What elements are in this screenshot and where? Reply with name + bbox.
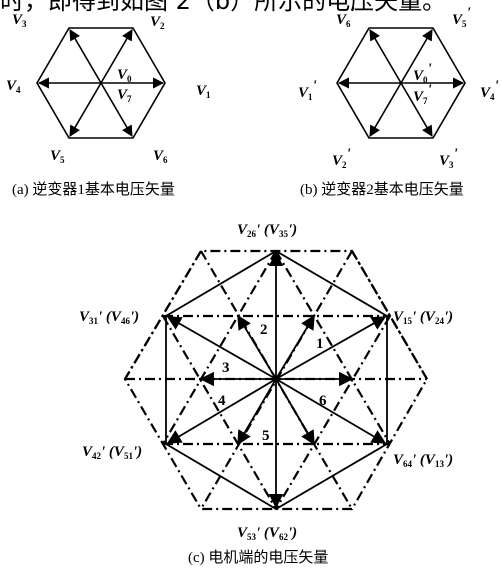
caption-c: (c) 电机端的电压矢量 [188,550,329,566]
label-v7: V7 [117,87,132,104]
label-v6-prime: V6' [336,5,355,29]
label-v5: V5 [50,148,65,165]
label-v7-prime: V7' [413,82,432,106]
label-v6: V6 [153,148,168,165]
vector-15-arrow [275,316,387,380]
label-v3-prime: V3' [439,146,458,170]
sector-4: 4 [218,393,226,409]
label-v0-prime: V0' [413,61,432,85]
diagram-a: V1 V2 V3 V4 V5 V6 V0 V7 [6,12,211,165]
sector-1: 1 [316,336,324,352]
hexagon-a [36,27,166,139]
label-v2-prime: V2' [332,146,351,170]
caption-b: (b) 逆变器2基本电压矢量 [300,182,464,198]
vertex-label-31-46: V31' (V46') [79,309,139,326]
label-v3: V3 [12,12,27,29]
vector-42-arrow [166,378,277,444]
vertex-label-26-35: V26' (V35') [237,222,297,239]
vector-31-arrow [166,316,277,380]
sector-3: 3 [222,360,230,376]
sector-2: 2 [260,322,268,338]
vector-v2p-arrow [369,82,402,137]
vector-v6p-arrow [369,29,402,84]
vertex-label-42-51: V42' (V51') [82,444,142,461]
label-v4-prime: V4' [480,78,499,102]
diagram-b: V1' V2' V3' V4' V5' V6' V0' V7' [298,5,499,170]
inner-hexagon [165,249,388,511]
vector-64-arrow [275,378,387,444]
label-v1: V1 [196,83,211,100]
top-text-line: 时，即得到如图 2（b）所示的电压矢量。 [0,0,447,15]
label-v2: V2 [150,14,165,31]
label-v1-prime: V1' [298,78,317,102]
vector-small-upleft-arrow [237,314,277,380]
vector-v3-arrow [69,29,102,84]
label-v4: V4 [6,78,21,95]
caption-a: (a) 逆变器1基本电压矢量 [12,182,175,198]
vector-small-downleft-arrow [237,378,277,446]
vertex-label-15-24: V15' (V24') [393,309,453,326]
vector-v5p-arrow [400,29,433,84]
vertex-label-53-62: V53' (V62') [237,525,297,542]
vector-v5-arrow [69,82,102,137]
diagram-c: 1 2 3 4 5 6 V26' (V35') V15' (V24') V64'… [79,222,453,542]
hexagon-b [336,27,466,139]
vector-v2-arrow [100,29,133,84]
sector-6: 6 [319,393,327,409]
sector-5: 5 [262,428,270,444]
vector-v3p-arrow [400,82,433,137]
label-v5-prime: V5' [452,5,471,29]
vector-small-upright-arrow [275,314,315,380]
vertex-label-64-13: V64' (V13') [393,452,453,469]
vector-small-downright-arrow [275,378,315,446]
label-v0: V0 [117,67,132,84]
vector-v6-arrow [100,82,133,137]
